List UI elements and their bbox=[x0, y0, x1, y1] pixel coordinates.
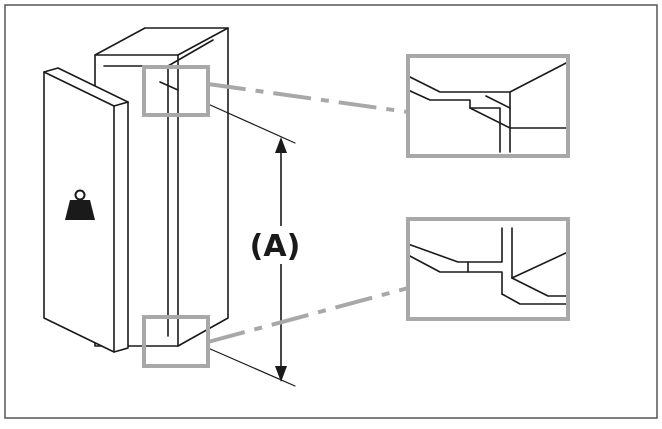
dimension-indicator: (A) bbox=[207, 103, 304, 387]
leader-line-top bbox=[207, 82, 409, 114]
weight-icon bbox=[65, 189, 95, 220]
leader-line-bottom bbox=[207, 286, 409, 344]
detail-view-bottom bbox=[406, 217, 570, 321]
outer-frame bbox=[4, 4, 658, 419]
dimension-label: (A) bbox=[250, 229, 301, 264]
detail-view-top bbox=[406, 54, 570, 158]
highlight-box-top bbox=[142, 65, 210, 117]
